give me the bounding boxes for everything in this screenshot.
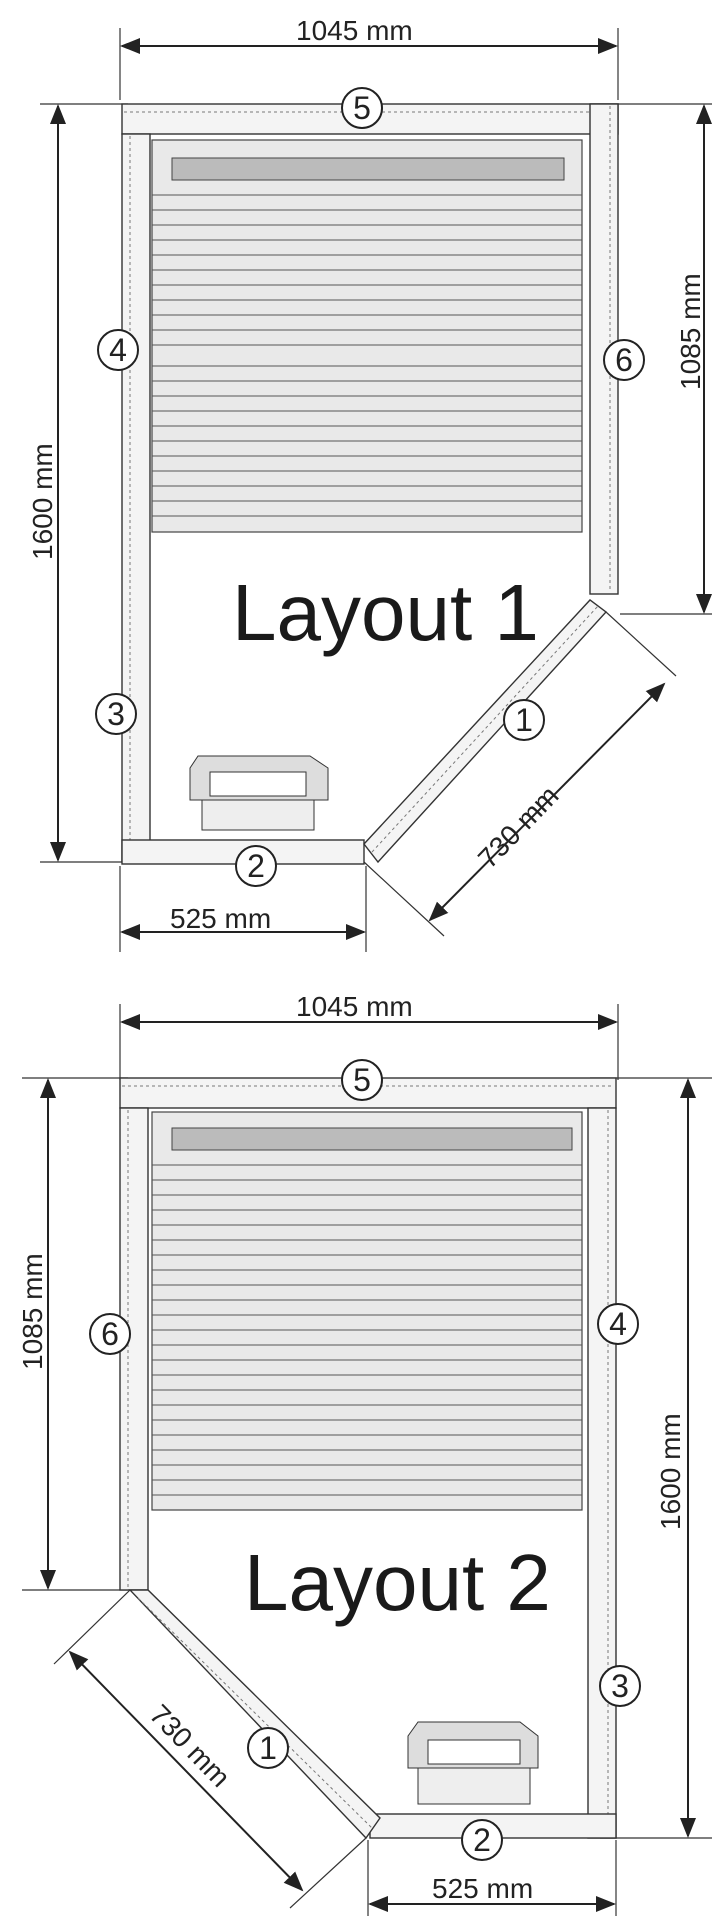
layout1-callout-2: 2 bbox=[235, 845, 277, 887]
svg-text:4: 4 bbox=[609, 1306, 627, 1342]
layout1-callout-6: 6 bbox=[603, 339, 645, 381]
layout2-heater-icon bbox=[407, 1721, 539, 1805]
svg-text:3: 3 bbox=[107, 696, 125, 732]
layout1-callout-1: 1 bbox=[503, 699, 545, 741]
svg-text:3: 3 bbox=[611, 1668, 629, 1704]
layout1-heater-icon bbox=[189, 755, 329, 831]
layout2-callout-4: 4 bbox=[597, 1303, 639, 1345]
layout2-diagonal-label: 730 mm bbox=[144, 1699, 237, 1793]
svg-text:2: 2 bbox=[473, 1822, 491, 1858]
layout1-left-wall bbox=[121, 133, 151, 863]
layout2-callout-1: 1 bbox=[247, 1727, 289, 1769]
svg-text:6: 6 bbox=[101, 1316, 119, 1352]
layout1-callout-5: 5 bbox=[341, 87, 383, 129]
layout2-right-wall bbox=[587, 1107, 617, 1839]
svg-text:5: 5 bbox=[353, 1062, 371, 1098]
layout1-width-bottom-label: 525 mm bbox=[170, 903, 271, 934]
layout1-width-top-label: 1045 mm bbox=[296, 15, 413, 46]
layout-1: 1045 mm 1600 mm 1085 mm bbox=[27, 15, 712, 952]
layout2-callout-6: 6 bbox=[89, 1313, 131, 1355]
layout2-callout-2: 2 bbox=[461, 1819, 503, 1861]
layout2-title: Layout 2 bbox=[244, 1538, 551, 1627]
layout1-height-left-label: 1600 mm bbox=[27, 443, 58, 560]
svg-text:1: 1 bbox=[515, 702, 533, 738]
layout2-height-left-label: 1085 mm bbox=[17, 1253, 48, 1370]
layout1-height-right-label: 1085 mm bbox=[675, 273, 706, 390]
layout2-callout-5: 5 bbox=[341, 1059, 383, 1101]
layout2-callout-3: 3 bbox=[599, 1665, 641, 1707]
layout1-diagonal-label: 730 mm bbox=[472, 780, 565, 874]
layout2-height-right-label: 1600 mm bbox=[655, 1413, 686, 1530]
svg-text:4: 4 bbox=[109, 332, 127, 368]
svg-text:6: 6 bbox=[615, 342, 633, 378]
layout1-bench bbox=[151, 139, 583, 533]
layout1-callout-4: 4 bbox=[97, 329, 139, 371]
svg-text:5: 5 bbox=[353, 90, 371, 126]
svg-text:1: 1 bbox=[259, 1730, 277, 1766]
layout1-title: Layout 1 bbox=[232, 568, 539, 657]
layout2-width-top-label: 1045 mm bbox=[296, 991, 413, 1022]
layout2-bench bbox=[151, 1111, 583, 1511]
svg-text:2: 2 bbox=[247, 848, 265, 884]
layout2-width-bottom-label: 525 mm bbox=[432, 1873, 533, 1904]
layout1-callout-3: 3 bbox=[95, 693, 137, 735]
layout-2: 1045 mm 1085 mm 1600 mm bbox=[17, 991, 712, 1916]
